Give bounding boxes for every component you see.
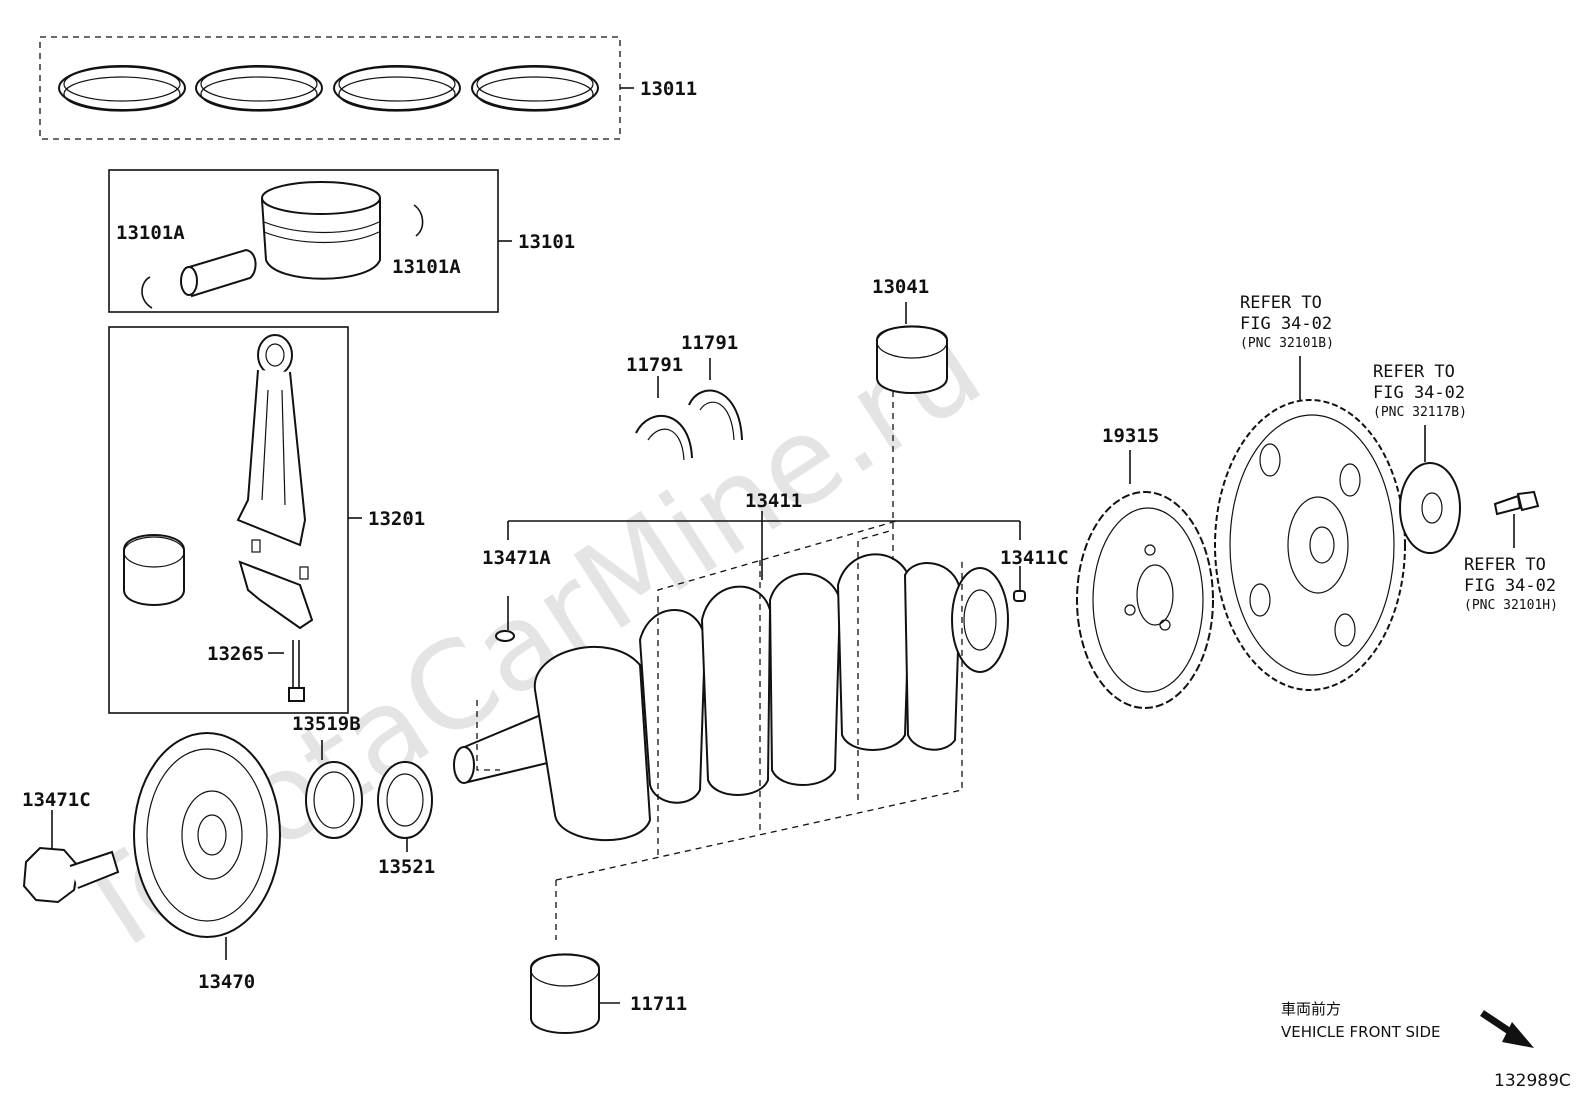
ref-bolt-line2: FIG 34-02 xyxy=(1464,576,1556,596)
ref-bolt-line3: (PNC 32101H) xyxy=(1464,598,1558,613)
label-11711: 11711 xyxy=(630,993,687,1015)
front-label-en: VEHICLE FRONT SIDE xyxy=(1281,1023,1441,1041)
label-13411C: 13411C xyxy=(1000,547,1069,569)
label-13101A-right: 13101A xyxy=(392,256,461,278)
crankshaft-pulley xyxy=(133,732,281,960)
label-13265: 13265 xyxy=(207,643,264,665)
flywheel xyxy=(1214,356,1406,691)
piston-ring-set xyxy=(39,36,634,140)
main-bearing-upper xyxy=(876,302,948,394)
front-label-jp: 車両前方 xyxy=(1281,1000,1341,1018)
figure-id: 132989C xyxy=(1494,1071,1571,1091)
label-11791-a: 11791 xyxy=(626,354,683,376)
label-11791-b: 11791 xyxy=(681,332,738,354)
label-13471A: 13471A xyxy=(482,547,551,569)
thrust-washers xyxy=(635,358,743,461)
label-13519B: 13519B xyxy=(292,713,361,735)
front-arrow-icon xyxy=(1480,1010,1534,1048)
label-13101A-left: 13101A xyxy=(116,222,185,244)
drive-plate xyxy=(1076,450,1214,709)
main-bearing-lower xyxy=(530,953,620,1034)
ref-flywheel-line2: FIG 34-02 xyxy=(1240,314,1332,334)
label-13471C: 13471C xyxy=(22,789,91,811)
ref-spacer-line2: FIG 34-02 xyxy=(1373,383,1465,403)
label-13011: 13011 xyxy=(640,78,697,100)
ref-flywheel-line1: REFER TO xyxy=(1240,293,1322,313)
label-13521: 13521 xyxy=(378,856,435,878)
flywheel-bolt xyxy=(1493,490,1540,548)
connecting-rod-assembly xyxy=(108,326,362,714)
ref-flywheel-line3: (PNC 32101B) xyxy=(1240,336,1334,351)
flywheel-spacer xyxy=(1399,425,1461,554)
pulley-bolt xyxy=(22,810,120,904)
crankshaft xyxy=(453,380,1026,940)
ref-bolt-line1: REFER TO xyxy=(1464,555,1546,575)
piston-assembly xyxy=(108,169,512,313)
ref-spacer-line3: (PNC 32117B) xyxy=(1373,405,1467,420)
crankshaft-gears xyxy=(305,740,433,852)
ref-spacer-line1: REFER TO xyxy=(1373,362,1455,382)
label-13201: 13201 xyxy=(368,508,425,530)
label-13101: 13101 xyxy=(518,231,575,253)
label-13041: 13041 xyxy=(872,276,929,298)
label-13470: 13470 xyxy=(198,971,255,993)
label-19315: 19315 xyxy=(1102,425,1159,447)
label-13411: 13411 xyxy=(745,490,802,512)
